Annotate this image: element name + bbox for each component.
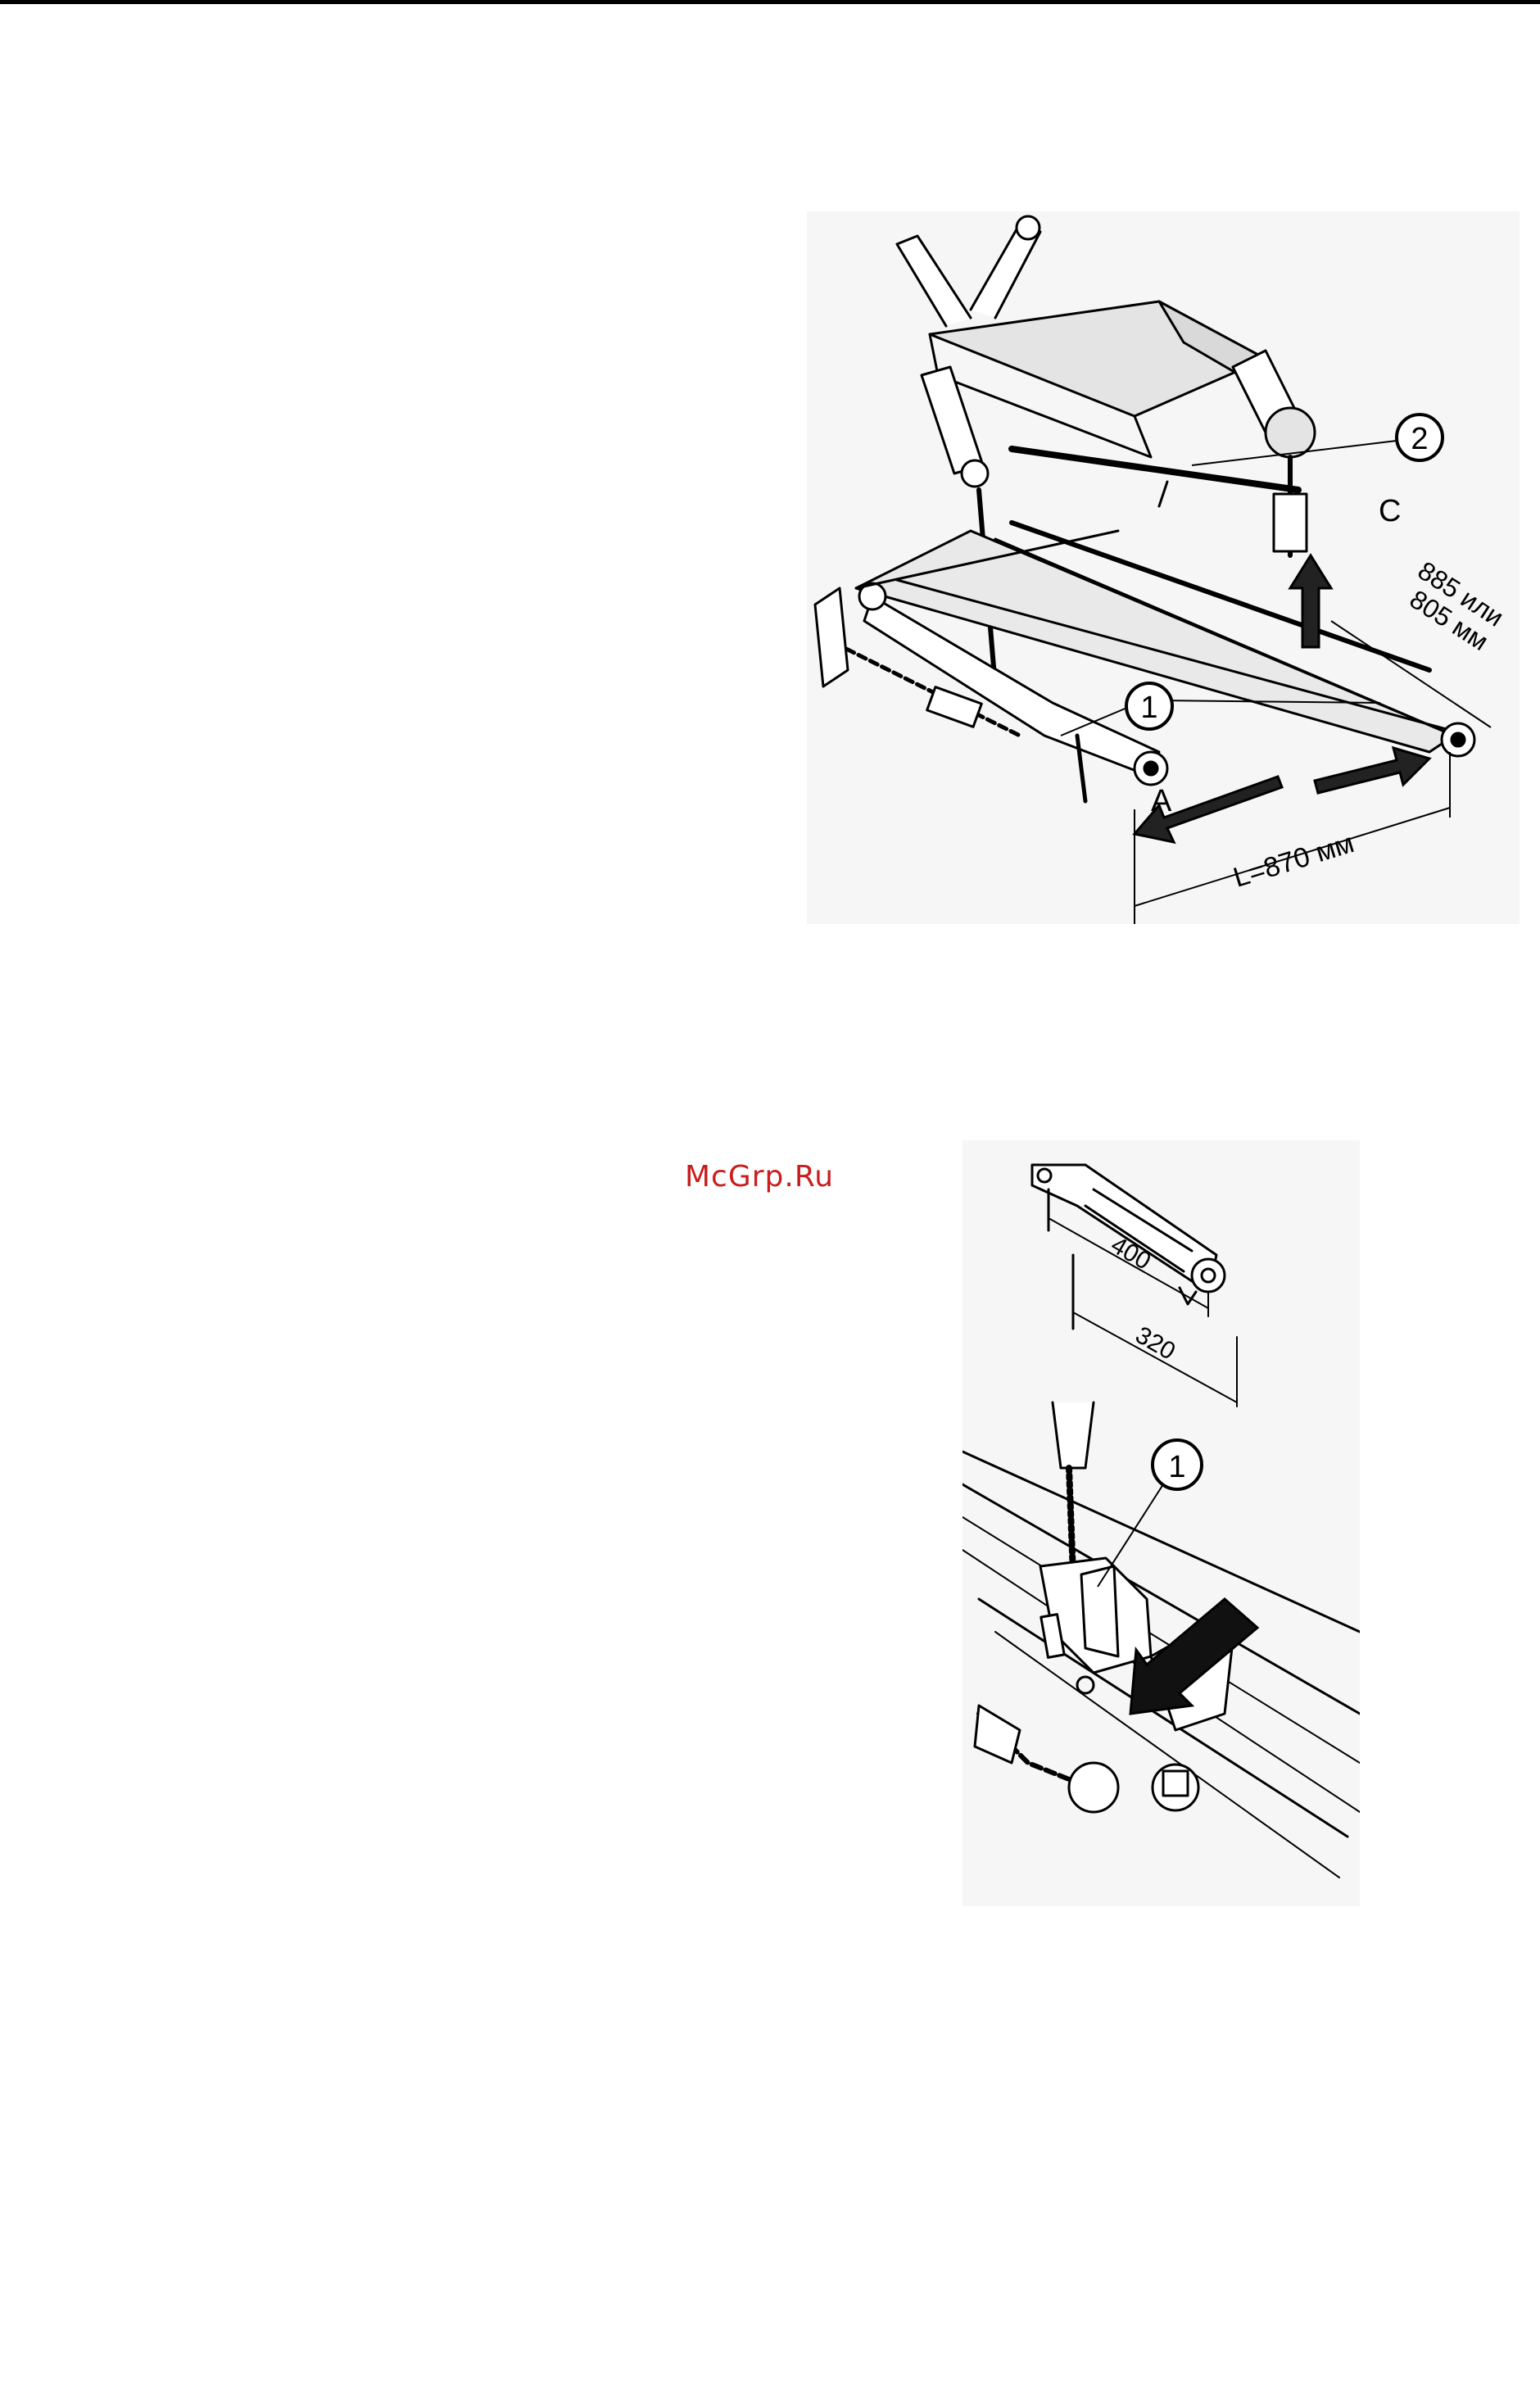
hitch-linkage-drawing: 2 1 C A L=870 мм 885 или 80 <box>807 211 1520 924</box>
callout-1-bottom-label: 1 <box>1168 1450 1185 1484</box>
letter-a: A <box>1151 784 1172 818</box>
callout-2-label: 2 <box>1411 422 1428 456</box>
lower-link-drawing: 400 320 1 <box>962 1140 1360 1906</box>
lower-link-figure: 400 320 1 <box>962 1140 1360 1906</box>
top-rule <box>0 0 1540 4</box>
hitch-linkage-figure: 2 1 C A L=870 мм 885 или 80 <box>807 211 1520 924</box>
watermark: McGrp.Ru <box>685 1160 834 1194</box>
callout-1-label: 1 <box>1140 691 1157 725</box>
letter-c: C <box>1379 494 1401 528</box>
